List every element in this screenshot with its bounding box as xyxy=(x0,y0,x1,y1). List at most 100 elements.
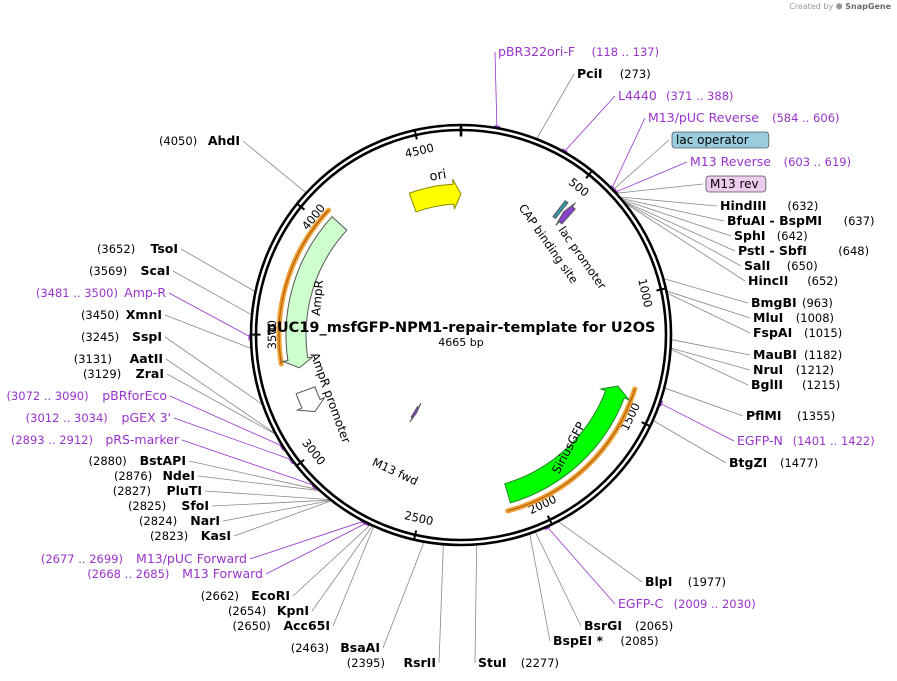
site-label-m13-puc-reverse: M13/pUC Reverse(584 .. 606) xyxy=(648,110,840,125)
leader-line xyxy=(665,290,751,319)
primer-mark xyxy=(288,458,294,465)
label-name: PflMI xyxy=(746,408,782,423)
tick-mark xyxy=(413,130,418,140)
leader-line xyxy=(180,248,257,293)
label-name: BspEI * xyxy=(553,633,603,648)
label-name: BsrGI xyxy=(584,618,622,633)
label-name: XmnI xyxy=(126,307,162,322)
label-name: M13 rev xyxy=(710,177,759,191)
site-label-egfp-n: EGFP-N (1401 .. 1422) xyxy=(737,433,875,448)
label-name: BmgBI xyxy=(751,295,797,310)
site-label-bstapi: BstAPI(2880) xyxy=(89,453,186,468)
label-position: (2463) xyxy=(291,641,329,655)
site-label-aatii: AatII(3131) xyxy=(74,351,163,366)
leader-line xyxy=(204,490,332,501)
site-label-pgex-3-: pGEX 3'(3012 .. 3034) xyxy=(26,410,171,425)
label-name: MauBI xyxy=(753,347,797,362)
label-name: SphI xyxy=(734,228,766,243)
site-label-psti-sbfi: PstI - SbfI(648) xyxy=(738,243,869,258)
tick-label: 4500 xyxy=(404,141,436,161)
label-name: PluTI xyxy=(166,483,202,498)
orange-arc-core xyxy=(278,209,330,365)
label-position: (963) xyxy=(802,296,833,310)
leader-line xyxy=(332,525,375,627)
tick-mark xyxy=(546,515,553,525)
ampr-arrow xyxy=(281,215,348,369)
site-label-m13-reverse: M13 Reverse(603 .. 619) xyxy=(690,154,851,169)
label-name: ScaI xyxy=(141,263,171,278)
label-position: (2065) xyxy=(635,619,673,633)
label-name: M13 Reverse xyxy=(690,154,771,169)
leader-line xyxy=(165,358,277,435)
label-name: SspI xyxy=(132,329,162,344)
site-label-bmgbi: BmgBI (963) xyxy=(751,295,833,310)
leader-line xyxy=(169,395,284,448)
label-position: (2677 .. 2699) xyxy=(41,552,123,566)
leader-line xyxy=(614,161,688,193)
tick-mark xyxy=(296,203,306,211)
label-position: (3245) xyxy=(81,330,119,344)
leader-line xyxy=(168,292,252,338)
tick-label: 1000 xyxy=(635,277,655,309)
leader-line xyxy=(615,183,704,194)
label-position: (2662) xyxy=(201,589,239,603)
label-name: SalI xyxy=(744,258,770,273)
leader-line xyxy=(534,530,582,627)
label-name: HincII xyxy=(748,273,788,288)
label-position: (637) xyxy=(844,214,875,228)
cap-binding-site-arrow xyxy=(552,199,569,220)
leader-lines xyxy=(164,51,751,664)
leader-line xyxy=(494,51,498,129)
label-name: EGFP-C xyxy=(618,596,664,611)
label-position: (3481 .. 3500) xyxy=(36,286,118,300)
sirius-gfp-arrow xyxy=(504,385,631,504)
label-position: (2277) xyxy=(521,656,559,670)
orange-arcs xyxy=(276,207,638,514)
site-label-nari: NarI(2824) xyxy=(139,513,220,528)
label-position: (1212) xyxy=(796,363,834,377)
site-label-lac-operator: lac operator xyxy=(671,131,770,149)
label-position: (2395) xyxy=(347,656,385,670)
leader-line xyxy=(621,199,736,252)
leader-line xyxy=(474,543,478,664)
site-label-maubi: MauBI(1182) xyxy=(753,347,842,362)
label-name: pRS-marker xyxy=(105,432,180,447)
label-name: AhdI xyxy=(208,133,240,148)
snapgene-logo-icon: ⬢ xyxy=(835,2,843,11)
leader-line xyxy=(233,500,333,537)
site-label-prs-marker: pRS-marker(2893 .. 2912) xyxy=(11,432,180,447)
plasmid-name: pUC19_msfGFP-NPM1-repair-template for U2… xyxy=(267,320,656,336)
label-position: (4050) xyxy=(159,134,197,148)
site-label-ahdi: AhdI (4050) xyxy=(159,133,240,148)
tick-label: 3000 xyxy=(299,436,328,468)
leader-line xyxy=(563,95,616,153)
site-label-pluti: PluTI(2827) xyxy=(113,483,202,498)
site-label-ndei: NdeI(2876) xyxy=(114,468,195,483)
label-name: NdeI xyxy=(162,468,195,483)
leader-line xyxy=(618,196,718,207)
site-label-egfp-c: EGFP-C(2009 .. 2030) xyxy=(618,596,756,611)
label-name: pBRforEco xyxy=(102,388,167,403)
label-name: pGEX 3' xyxy=(122,410,171,425)
label-position: (2085) xyxy=(620,634,658,648)
label-name: EGFP-N xyxy=(737,433,783,448)
site-label-pbrforeco: pBRforEco(3072 .. 3090) xyxy=(6,388,167,403)
site-label-bsaai: BsaAI (2463) xyxy=(291,640,380,655)
label-position: (1977) xyxy=(688,575,726,589)
label-name: BsaAI xyxy=(340,640,380,655)
leader-line xyxy=(670,339,751,356)
ampr-promoter-arrow xyxy=(295,386,327,413)
leader-line xyxy=(164,314,253,350)
leader-line xyxy=(292,523,372,597)
label-position: (1401 .. 1422) xyxy=(793,434,875,448)
tick-mark xyxy=(413,530,418,540)
site-label-kpni: KpnI(2654) xyxy=(228,603,309,618)
site-label-xmni: XmnI(3450) xyxy=(81,307,162,322)
site-label-amp-r: Amp-R(3481 .. 3500) xyxy=(36,285,166,300)
plasmid-size: 4665 bp xyxy=(438,336,483,349)
leader-line xyxy=(265,522,368,575)
ampr-label: AmpR xyxy=(309,279,326,316)
leader-line xyxy=(557,520,643,583)
leader-line xyxy=(663,387,744,417)
